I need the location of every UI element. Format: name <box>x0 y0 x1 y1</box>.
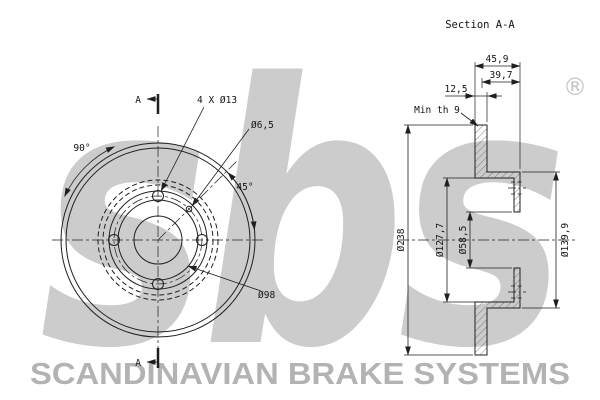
section-label-top: A <box>135 95 141 106</box>
section-view-labels: Section A-A 45,9 39,7 12,5 Min th 9 Ø238… <box>396 19 571 257</box>
hub-bore-leader <box>187 265 262 292</box>
dim-center-bore-label: Ø58,5 <box>458 226 469 255</box>
front-view-labels: 4 X Ø13 Ø6,5 Ø98 90° 45° A A <box>73 95 275 369</box>
outer-chamfer-circle <box>65 147 251 333</box>
pin-hole-label: Ø6,5 <box>251 120 274 131</box>
flange-bolt-hole-hidden-lines <box>511 181 523 299</box>
dim-outer-diameter-label: Ø238 <box>396 228 407 251</box>
front-view-annotation-lines <box>64 106 262 292</box>
front-view: 4 X Ø13 Ø6,5 Ø98 90° 45° A A <box>52 94 275 369</box>
hat-inner-hidden-circle <box>102 184 214 296</box>
bolt-hole-top <box>152 190 164 202</box>
dim-hat-depth-label: 39,7 <box>490 70 513 81</box>
registered-trademark-icon: ® <box>563 73 587 101</box>
dim-hat-inner-diameter-label: Ø127,7 <box>435 223 446 257</box>
min-thickness-leader <box>460 112 479 127</box>
section-body-lower <box>474 267 521 356</box>
angle-90-arc <box>64 146 115 197</box>
dim-disc-thickness-label: 12,5 <box>445 84 468 95</box>
bolt-circle-centerline <box>113 195 203 285</box>
pin-hole-leader <box>191 128 250 207</box>
section-dimension-lines <box>405 63 559 356</box>
bolt-holes-leader <box>160 106 205 192</box>
section-cut-arrows <box>146 96 158 365</box>
brand-banner: SCANDINAVIAN BRAKE SYSTEMS <box>30 356 570 391</box>
angle-45-label: 45° <box>236 182 253 193</box>
dim-hat-outer-diameter-label: Ø139,9 <box>560 223 571 258</box>
hub-bore-label: Ø98 <box>258 290 275 301</box>
bolt-hole-left <box>108 234 120 246</box>
section-body-upper <box>474 124 521 213</box>
bolt-hole-bottom <box>152 278 164 290</box>
hat-outer-hidden-circle <box>97 179 219 301</box>
bolt-hole-right <box>196 234 208 246</box>
bolt-holes <box>108 190 208 290</box>
section-title: Section A-A <box>445 19 515 31</box>
watermark: sbs ® SCANDINAVIAN BRAKE SYSTEMS <box>29 8 587 400</box>
pin-hole <box>185 205 193 213</box>
flange-bolt-hole-center-lines <box>508 187 526 293</box>
hub-face-circle <box>117 199 199 281</box>
outer-diameter-circle <box>60 142 256 338</box>
center-bore-circle <box>133 215 183 265</box>
section-label-bottom: A <box>135 358 141 369</box>
angle-90-label: 90° <box>73 143 90 154</box>
bolt-holes-label: 4 X Ø13 <box>197 95 237 106</box>
section-view: Section A-A 45,9 39,7 12,5 Min th 9 Ø238… <box>396 19 578 356</box>
dim-min-thickness-label: Min th 9 <box>414 105 460 116</box>
dim-overall-width-label: 45,9 <box>486 54 509 65</box>
angle-45-arc <box>227 172 257 231</box>
